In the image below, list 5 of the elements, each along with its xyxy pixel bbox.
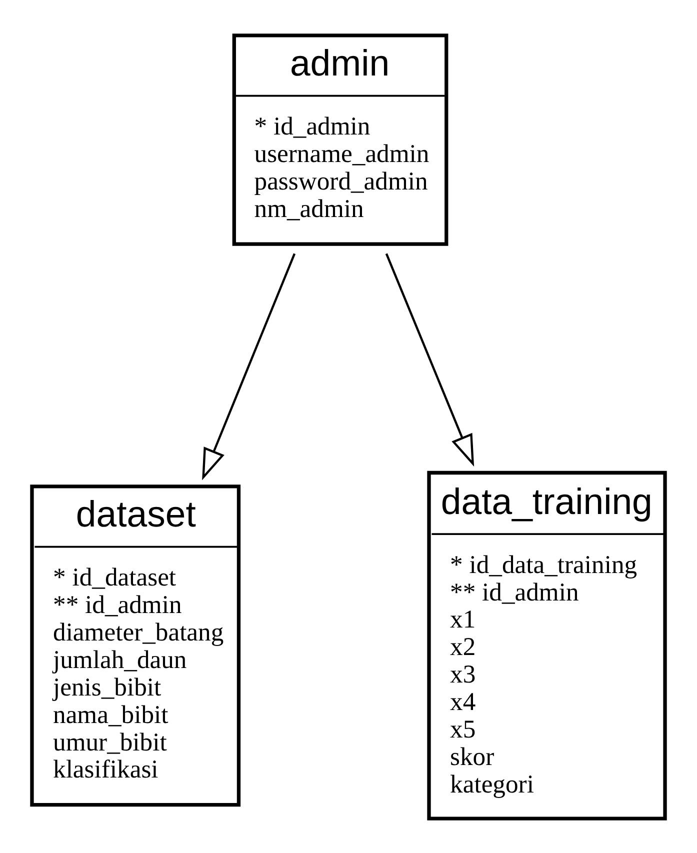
node-box: dataset * id_dataset ** id_admin diameter_batang jumlah_daun jenis_bibit nama_bibit umur_bibit klasifikasi [30, 484, 241, 806]
node-box: admin * id_admin username_admin password_admin nm_admin [232, 33, 448, 246]
arrow [385, 252, 474, 466]
arrow [202, 252, 296, 480]
node-box: data_training * id_data_training ** id_admin x1 x2 x3 x4 x5 skor kategori [427, 470, 667, 820]
